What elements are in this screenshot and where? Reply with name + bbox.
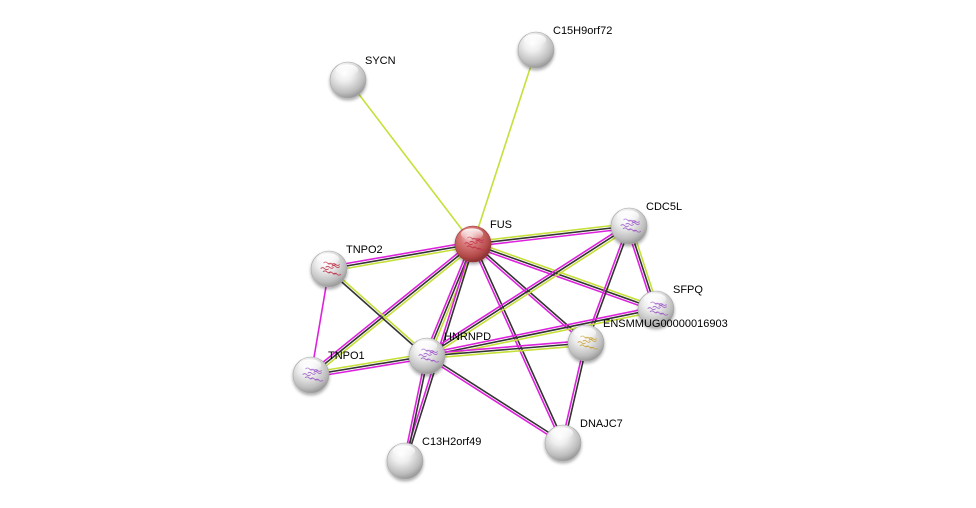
edge-FUS-C15H9orf72[interactable] [472,49,537,245]
edge-evidence-coexpression [426,308,657,357]
edge-CDC5L-HNRNPD[interactable] [425,223,631,359]
edge-evidence-experiments [425,223,629,355]
node-SYCN[interactable] [329,61,367,99]
node-ENSMMUG00000016903[interactable] [567,324,605,362]
node-gloss [616,210,640,222]
protein-structure-icon [320,261,342,276]
node-SFPQ[interactable] [637,290,675,328]
node-CDC5L[interactable] [610,207,648,245]
edge-HNRNPD-DNAJC7[interactable] [425,354,565,445]
edge-FUS-DNAJC7[interactable] [471,243,565,444]
edge-evidence-textmining [312,245,476,378]
node-TNPO2[interactable] [310,250,348,288]
node-FUS[interactable] [454,225,492,263]
node-gloss [392,445,416,457]
node-gloss [643,293,667,305]
node-gloss [316,253,340,265]
edge-evidence-coexpression [426,225,630,357]
node-label-FUS: FUS [490,219,512,231]
node-TNPO1[interactable] [292,356,330,394]
edge-evidence-textmining [427,227,631,359]
edge-evidence-textmining [472,49,537,245]
node-gloss [298,359,322,371]
node-label-C13H2orf49: C13H2orf49 [422,436,481,448]
edge-evidence-coexpression [310,355,428,376]
edge-evidence-experiments [311,357,428,379]
edge-FUS-TNPO1[interactable] [308,241,476,378]
edge-evidence-coexpression [472,243,657,310]
node-label-DNAJC7: DNAJC7 [580,418,623,430]
edge-TNPO1-HNRNPD[interactable] [310,352,428,379]
node-HNRNPD[interactable] [408,337,446,375]
node-C13H2orf49[interactable] [386,442,424,480]
node-gloss [573,327,597,339]
edge-evidence-experiments [426,339,586,355]
edge-evidence-experiments [471,244,563,444]
edge-FUS-SYCN[interactable] [347,79,474,245]
edge-evidence-coexpression [427,354,565,443]
edge-evidence-textmining [472,222,629,243]
node-label-SYCN: SYCN [365,55,396,67]
edge-evidence-coexpression [426,342,587,357]
edge-TNPO2-HNRNPD[interactable] [327,267,429,358]
edge-ENSMMUG00000016903-HNRNPD[interactable] [426,339,587,360]
edge-FUS-TNPO2[interactable] [328,240,474,273]
edge-evidence-coexpression [328,243,474,270]
node-gloss [460,228,484,240]
edge-evidence-textmining [473,240,658,308]
edge-evidence-coexpression [473,243,565,443]
edge-evidence-experiments [308,241,472,374]
node-DNAJC7[interactable] [544,424,582,462]
edge-evidence-textmining [427,344,587,360]
node-label-CDC5L: CDC5L [646,201,682,213]
edge-evidence-experiments [425,356,563,445]
node-label-TNPO2: TNPO2 [346,244,383,256]
edge-evidence-experiments [424,242,472,356]
node-label-ENSMMUG00000016903: ENSMMUG00000016903 [603,318,728,330]
node-C15H9orf72[interactable] [517,31,555,69]
edge-evidence-textmining [329,267,429,356]
node-label-C15H9orf72: C15H9orf72 [553,25,612,37]
edge-evidence-coexpression [472,225,630,245]
edge-evidence-textmining [310,352,427,374]
node-gloss [523,34,547,46]
edge-evidence-experiments [473,227,630,248]
edge-evidence-experiments [426,305,656,355]
edge-evidence-experiments [471,245,656,313]
edge-evidence-textmining [347,79,474,245]
edge-evidence-experiments [328,240,473,268]
node-label-SFPQ: SFPQ [673,284,703,296]
edge-evidence-experiments [584,225,629,343]
node-label-HNRNPD: HNRNPD [444,331,491,343]
node-gloss [414,340,438,352]
edge-FUS-SFPQ[interactable] [471,240,658,313]
edge-evidence-coexpression [327,269,427,358]
edges-layer [308,49,660,462]
edge-evidence-coexpression [310,243,474,376]
edge-evidence-textmining [329,245,474,273]
node-gloss [335,64,359,76]
node-gloss [550,427,574,439]
node-label-TNPO1: TNPO1 [328,350,365,362]
edge-FUS-CDC5L[interactable] [472,222,630,248]
